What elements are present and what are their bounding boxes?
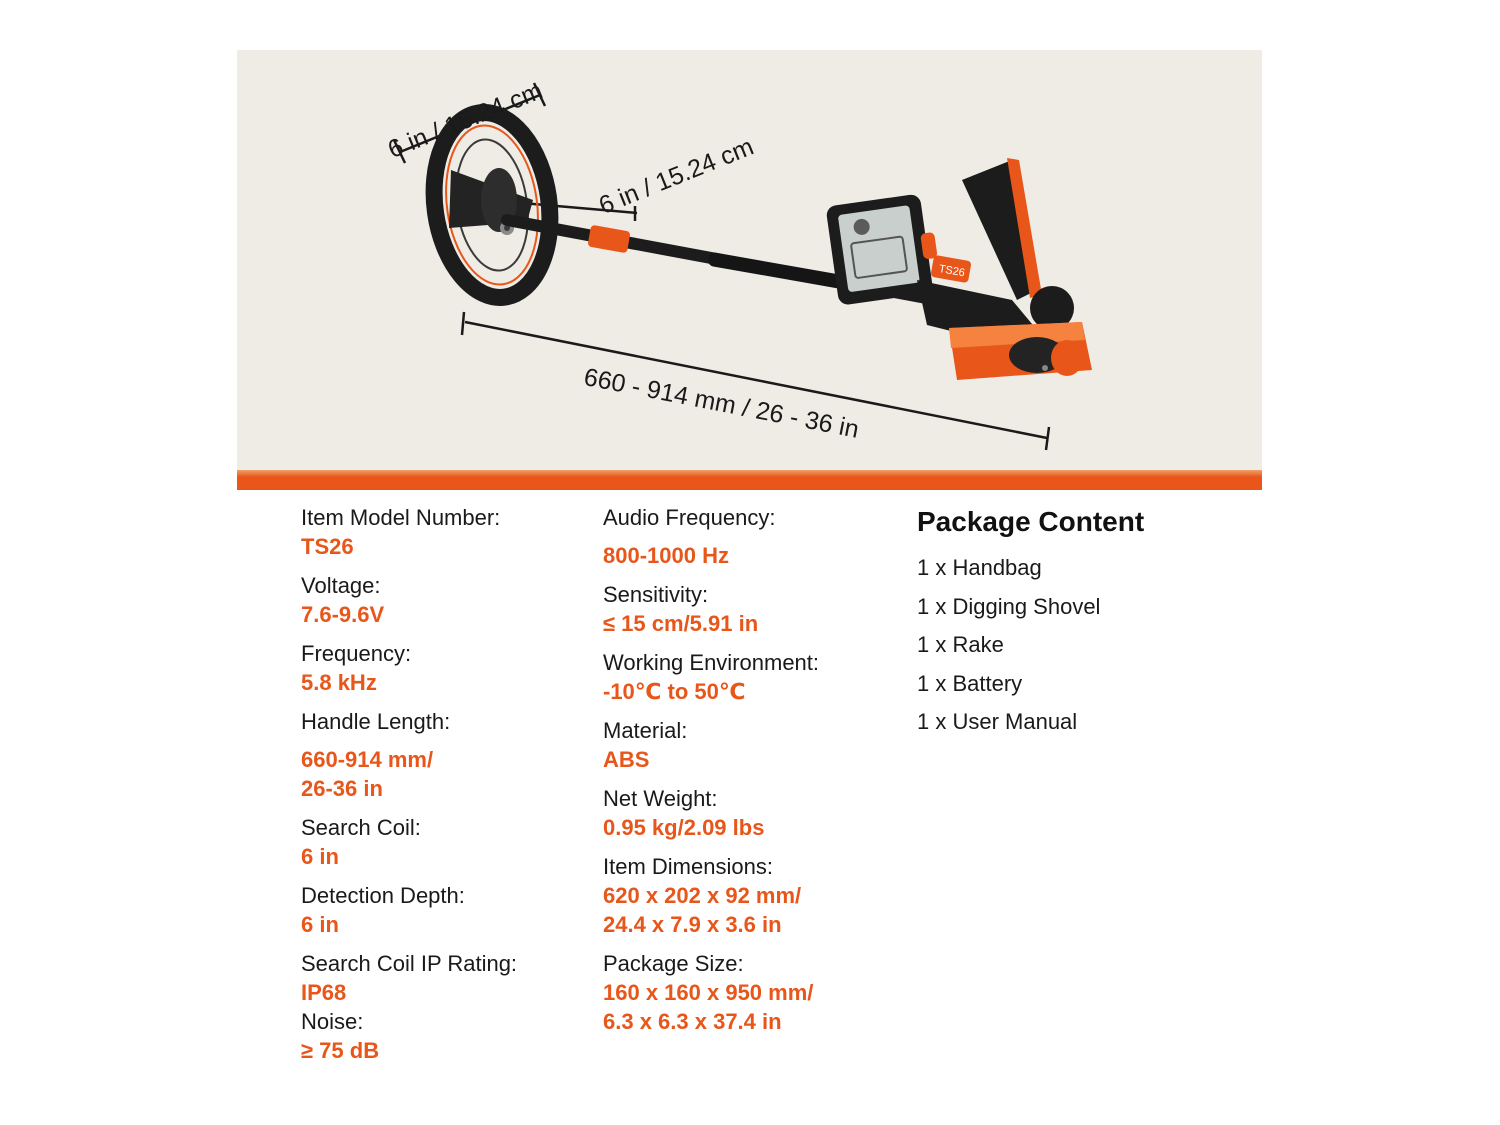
package-item: 1 x Handbag [917,555,1042,580]
package-item: 1 x Digging Shovel [917,593,1101,619]
package-item: 1 x User Manual [917,709,1078,734]
spec-ip-rating: Search Coil IP Rating: IP68 [301,951,518,1005]
package-item: 1 x Battery [917,670,1023,696]
spec-noise: Noise: ≥ 75 dB [301,1009,380,1063]
package-content: Package Content 1 x Handbag 1 x Digging … [917,503,1237,742]
specs-left: Item Model Number: TS26 Voltage: 7.6-9.6… [301,503,591,1065]
spec-sensitivity: Sensitivity: ≤ 15 cm/5.91 in [603,582,759,636]
spec-audio-frequency: Audio Frequency: 800-1000 Hz [603,505,776,568]
package-title: Package Content [917,506,1145,537]
spec-detection-depth: Detection Depth: 6 in [301,883,465,937]
spec-handle-length: Handle Length: 660-914 mm/ 26-36 in [301,709,451,801]
display-text: TS26 [938,263,966,279]
spec-voltage: Voltage: 7.6-9.6V [301,573,385,627]
spec-frequency: Frequency: 5.8 kHz [301,641,412,695]
package-item: 1 x Rake [917,632,1004,657]
accent-bar [237,470,1262,490]
spec-net-weight: Net Weight: 0.95 kg/2.09 lbs [603,786,765,840]
spec-material: Material: ABS [603,718,688,772]
product-image: TS26 6 in / 15.24 cm 6 in / 15.24 cm 660… [237,50,1262,470]
spec-package-size: Package Size: 160 x 160 x 950 mm/ 6.3 x … [603,951,814,1034]
spec-search-coil: Search Coil: 6 in [301,815,421,869]
spec-working-environment: Working Environment: -10℃ to 50℃ [603,650,820,704]
spec-item-dimensions: Item Dimensions: 620 x 202 x 92 mm/ 24.4… [603,854,802,937]
spec-model: Item Model Number: TS26 [301,505,501,559]
metal-detector-icon: TS26 [392,82,1092,451]
specs-right: Audio Frequency: 800-1000 Hz Sensitivity… [603,503,903,1046]
